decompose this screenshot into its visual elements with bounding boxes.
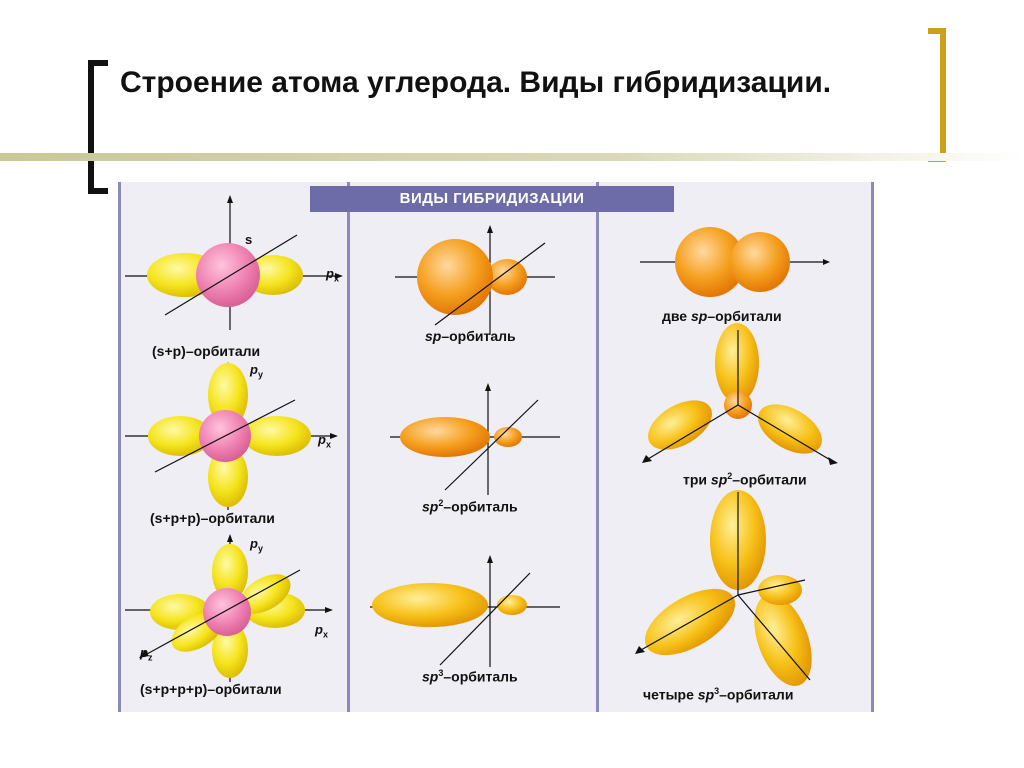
sp3-lobe-back <box>758 575 802 605</box>
sp3-small-lobe <box>497 595 527 615</box>
py-label-2: py <box>250 536 263 554</box>
title-underline-bar <box>0 153 1024 161</box>
right-bracket-decoration <box>928 28 946 162</box>
s-p-p-orbital-diagram <box>125 362 338 510</box>
px-label-3: px <box>315 622 328 640</box>
sp2-lobe-top <box>715 323 759 403</box>
sp2-small-lobe <box>494 427 522 447</box>
sp-large-lobe <box>417 239 493 315</box>
caption-sp3-orbital: sp3–орбиталь <box>422 668 518 685</box>
caption-s-p-p: (s+p+p)–орбитали <box>150 510 275 526</box>
pz-label: pz <box>140 645 153 663</box>
two-sp-orbitals-diagram <box>640 227 830 297</box>
sp-orbital-diagram <box>395 225 555 335</box>
caption-s-p: (s+p)–орбитали <box>152 343 261 359</box>
column-divider-1 <box>347 182 350 712</box>
sp2-lobe-right <box>758 404 822 454</box>
z-axis <box>164 234 298 316</box>
px-lobe-right <box>243 416 311 456</box>
sp2-orbital-diagram <box>390 383 560 495</box>
three-sp2-orbitals-diagram <box>642 323 838 465</box>
four-sp3-orbitals-diagram <box>635 490 812 686</box>
left-bracket-decoration <box>88 60 108 194</box>
s-p-p-p-orbital-diagram <box>125 534 333 682</box>
py-lobe-bottom <box>208 447 248 507</box>
figure-banner: ВИДЫ ГИБРИДИЗАЦИИ <box>310 186 674 212</box>
sp-lobe-left <box>675 227 745 297</box>
py-label-1: py <box>250 362 263 380</box>
sp2-large-lobe <box>400 417 490 457</box>
caption-s-p-p-p: (s+p+p+p)–орбитали <box>140 681 282 697</box>
sp3-large-lobe <box>372 583 488 627</box>
px-label-2: px <box>318 432 331 450</box>
sp2-lobe-left <box>648 400 712 450</box>
column-divider-2 <box>596 182 599 712</box>
caption-sp2-orbital: sp2–орбиталь <box>422 498 518 515</box>
caption-three-sp2: три sp2–орбитали <box>683 471 807 488</box>
s-plus-p-orbital-diagram <box>125 195 343 330</box>
caption-four-sp3: четыре sp3–орбитали <box>643 686 794 703</box>
sp3-orbital-diagram <box>370 555 560 667</box>
sp3-lobe-front <box>754 594 812 686</box>
px-label-1: px <box>326 266 339 284</box>
sp-small-lobe <box>487 259 527 295</box>
slide-title: Строение атома углерода. Виды гибридизац… <box>120 66 832 99</box>
caption-sp-orbital: sp–орбиталь <box>425 328 516 344</box>
caption-two-sp: две sp–орбитали <box>662 308 782 324</box>
sp-lobe-right <box>730 232 790 292</box>
px-lobe-left <box>148 416 212 456</box>
s-label: s <box>245 232 253 247</box>
s-orbital-sphere <box>196 243 260 307</box>
